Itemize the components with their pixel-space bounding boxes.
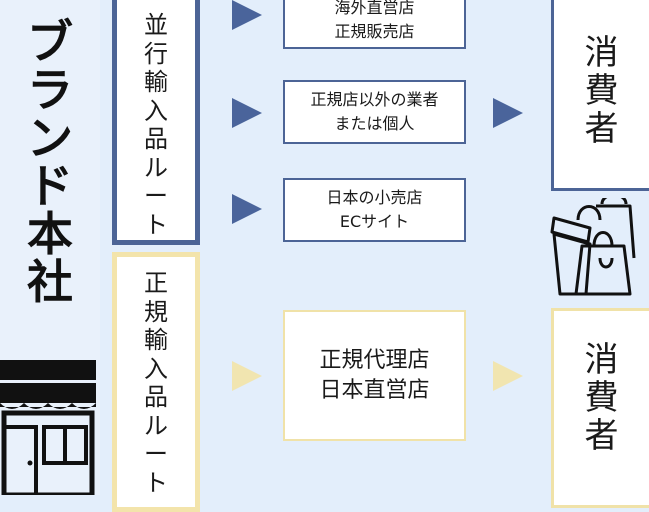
official-import-route: 正 規 輸 入 品 ル ー ト: [112, 252, 200, 512]
arrow-right-icon: [493, 361, 523, 391]
consumer-char: 費: [584, 378, 619, 418]
arrow-right-icon: [232, 194, 262, 224]
route-label-char: 品: [144, 383, 168, 411]
brand-title-char: ン: [27, 111, 73, 165]
route-label-char: 品: [144, 125, 168, 153]
brand-title-char: ド: [27, 159, 73, 213]
brand-headquarters-title: ブ ラ ン ド 本 社: [0, 18, 100, 306]
japan-retail-box: 日本の小売店 ECサイト: [283, 178, 466, 242]
store-icon: [0, 360, 96, 495]
consumer-char: 者: [584, 416, 619, 456]
channel-line: 正規販売店: [334, 21, 415, 41]
arrow-right-icon: [232, 98, 262, 128]
consumer-char: 消: [584, 32, 619, 73]
consumer-char: 消: [584, 340, 619, 380]
route-label-char: ト: [144, 468, 168, 497]
consumer-char: 者: [584, 108, 619, 149]
channel-line: 海外直営店: [334, 0, 415, 17]
route-label-char: 入: [144, 96, 168, 125]
route-label-char: ル: [144, 411, 168, 440]
consumer-char: 費: [584, 70, 619, 111]
route-label-char: 輸: [144, 68, 168, 96]
route-label-char: ー: [144, 440, 168, 468]
channel-line: または個人: [334, 114, 415, 133]
route-label-char: ト: [144, 210, 168, 239]
overseas-direct-store-box: 海外直営店 正規販売店: [283, 0, 466, 49]
brand-title-char: ラ: [27, 63, 73, 117]
brand-title-char: 社: [27, 255, 73, 309]
arrow-right-icon: [232, 0, 262, 30]
arrow-right-icon: [493, 98, 523, 128]
channel-line: ECサイト: [339, 212, 410, 231]
route-label-char: ー: [144, 182, 168, 210]
route-label-char: 輸: [144, 326, 168, 354]
route-label-char: 行: [144, 39, 168, 68]
consumer-box-parallel: 消 費 者: [551, 0, 649, 191]
route-label-char: 並: [144, 11, 168, 39]
shopping-bags-icon: [550, 198, 636, 296]
channel-line: 日本直営店: [319, 377, 430, 403]
brand-title-char: ブ: [27, 15, 73, 69]
route-label-char: 正: [144, 269, 168, 297]
route-label-char: 規: [144, 297, 168, 326]
channel-line: 正規代理店: [319, 347, 430, 373]
arrow-right-icon: [232, 361, 262, 391]
route-label-char: 入: [144, 354, 168, 383]
official-agent-box: 正規代理店 日本直営店: [283, 310, 466, 441]
brand-title-char: 本: [27, 207, 73, 261]
route-label-char: ル: [144, 153, 168, 182]
channel-line: 正規店以外の業者: [310, 90, 439, 109]
parallel-import-route: 並 行 輸 入 品 ル ー ト: [112, 0, 200, 245]
consumer-box-official: 消 費 者: [551, 308, 649, 508]
channel-line: 日本の小売店: [326, 188, 423, 207]
non-official-dealer-box: 正規店以外の業者 または個人: [283, 80, 466, 144]
